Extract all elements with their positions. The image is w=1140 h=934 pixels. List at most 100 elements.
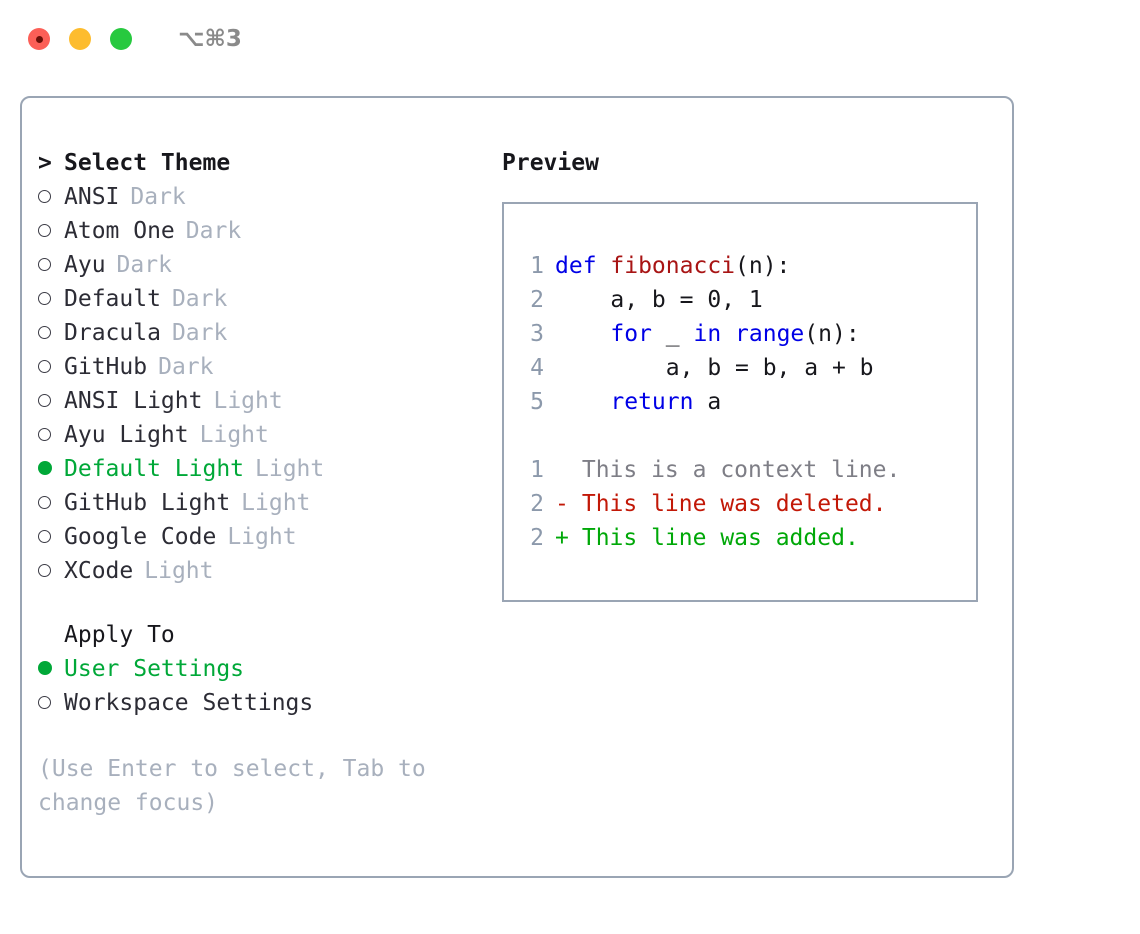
apply-to-option[interactable]: User Settings [38,652,488,686]
close-button[interactable] [28,28,50,50]
code-token: in [693,321,722,347]
diff-line: 2 + This line was added. [516,521,900,555]
theme-list-item[interactable]: ANSI Light Light [38,384,488,418]
code-token: def [555,253,611,279]
theme-variant-badge: Dark [171,286,228,312]
theme-list-item[interactable]: Default Dark [38,282,488,316]
theme-variant-badge: Light [213,388,283,414]
line-number: 1 [530,457,544,483]
theme-variant-badge: Light [227,524,297,550]
theme-name-label: XCode [64,558,134,584]
line-number: 2 [530,491,544,517]
preview-title: Preview [502,150,599,176]
line-number: 4 [530,355,544,381]
radio-unselected-icon [38,350,64,384]
code-line: 1 def fibonacci(n): [516,249,900,283]
code-line: 4 a, b = b, a + b [516,351,900,385]
diff-text: This is a context line. [568,457,901,483]
line-number: 2 [530,525,544,551]
theme-variant-badge: Dark [185,218,242,244]
radio-empty-icon [38,696,51,709]
title-bar: ⌥⌘3 [0,0,1140,78]
theme-variant-badge: Dark [116,252,172,278]
maximize-button[interactable] [110,28,132,50]
theme-list-item[interactable]: XCode Light [38,554,488,588]
line-number: 2 [530,287,544,313]
line-number: 3 [530,321,544,347]
code-line: 2 a, b = 0, 1 [516,283,900,317]
code-token: a [693,389,722,415]
theme-variant-badge: Dark [171,320,228,346]
code-token: a, b = b, a + b [555,355,874,381]
apply-to-header-label: Apply To [64,622,175,648]
apply-to-option[interactable]: Workspace Settings [38,686,488,720]
radio-empty-icon [38,360,51,373]
theme-variant-badge: Light [241,490,311,516]
diff-marker [555,453,568,487]
theme-name-label: Dracula [64,320,161,346]
theme-name-label: GitHub [64,354,148,380]
code-token: a, b = 0, 1 [555,287,763,313]
code-token [721,321,735,347]
code-token: (n): [804,321,860,347]
code-token: (n): [735,253,791,279]
theme-variant-badge: Light [144,558,214,584]
theme-list-item[interactable]: Ayu Dark [38,248,488,282]
apply-to-header: Apply To [38,618,488,652]
diff-text: This line was deleted. [568,491,887,517]
radio-unselected-icon [38,384,64,418]
apply-to-option-label: User Settings [64,656,245,682]
radio-empty-icon [38,496,51,509]
radio-unselected-icon [38,686,64,720]
line-number: 1 [530,253,544,279]
radio-unselected-icon [38,554,64,588]
radio-unselected-icon [38,282,64,316]
code-token: fibonacci [610,253,736,279]
code-token: return [610,389,694,415]
radio-selected-icon [38,652,64,686]
window-controls [28,28,132,50]
radio-empty-icon [38,190,51,203]
theme-name-label: GitHub Light [64,490,231,516]
radio-empty-icon [38,394,51,407]
theme-variant-badge: Light [199,422,269,448]
diff-text: This line was added. [568,525,859,551]
section-spacer [38,588,488,618]
radio-unselected-icon [38,486,64,520]
diff-line: 1 This is a context line. [516,453,900,487]
theme-name-label: ANSI Light [64,388,203,414]
blank-line [516,419,900,453]
radio-empty-icon [38,428,51,441]
code-token [555,321,610,347]
theme-name-label: ANSI [64,184,120,210]
minimize-button[interactable] [69,28,91,50]
theme-list-item[interactable]: Atom One Dark [38,214,488,248]
theme-name-label: Default [64,286,161,312]
radio-empty-icon [38,326,51,339]
theme-list-item[interactable]: GitHub Light Light [38,486,488,520]
radio-filled-icon [38,661,52,675]
radio-unselected-icon [38,418,64,452]
radio-empty-icon [38,224,51,237]
code-token [555,389,610,415]
help-hint-text: (Use Enter to select, Tab to change focu… [38,756,426,816]
theme-name-label: Atom One [64,218,175,244]
radio-empty-icon [38,258,51,271]
theme-name-label: Ayu [64,252,106,278]
theme-variant-badge: Light [255,456,325,482]
radio-filled-icon [38,461,52,475]
diff-marker: + [555,525,569,551]
diff-line: 2- This line was deleted. [516,487,900,521]
radio-unselected-icon [38,180,64,214]
theme-list-item[interactable]: Dracula Dark [38,316,488,350]
